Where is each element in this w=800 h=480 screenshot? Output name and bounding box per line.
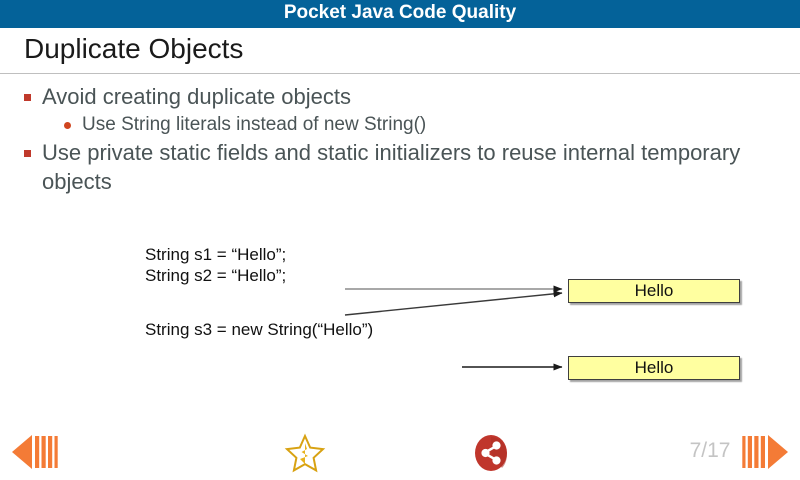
favorite-button[interactable] [283, 432, 327, 474]
app-header: Pocket Java Code Quality [0, 0, 800, 28]
bullet-text: Avoid creating duplicate objects [42, 84, 352, 109]
page-indicator: 7/17 [689, 439, 731, 462]
memory-box: Hello [568, 279, 740, 303]
slide-canvas: Duplicate Objects Avoid creating duplica… [0, 28, 800, 423]
bottom-navigation-bar: 7/17 [0, 423, 800, 480]
bullet-list: Avoid creating duplicate objects Use Str… [0, 82, 770, 197]
next-icon [742, 435, 788, 469]
bullet-item: Avoid creating duplicate objects [0, 82, 770, 111]
title-divider [0, 73, 800, 74]
share-button[interactable] [469, 432, 513, 474]
string-interning-diagram: String s1 = “Hello”; String s2 = “Hello”… [0, 223, 800, 383]
previous-icon [12, 435, 58, 469]
code-line-s1: String s1 = “Hello”; [145, 245, 287, 264]
star-icon [284, 433, 326, 473]
bullet-item: Use private static fields and static ini… [0, 138, 770, 196]
code-line-s3: String s3 = new String(“Hello”) [145, 320, 374, 339]
previous-slide-button[interactable] [8, 431, 58, 473]
bullet-text: Use String literals instead of new Strin… [82, 114, 427, 135]
app-title: Pocket Java Code Quality [283, 2, 517, 23]
memory-box: Hello [568, 356, 740, 380]
share-icon [475, 435, 507, 471]
bullet-item: Use String literals instead of new Strin… [0, 112, 770, 137]
square-bullet-icon [24, 94, 31, 101]
diagram-arrows [344, 285, 563, 371]
code-line-s2: String s2 = “Hello”; [145, 266, 287, 285]
round-bullet-icon [64, 122, 71, 129]
next-slide-button[interactable] [742, 431, 792, 473]
bullet-text: Use private static fields and static ini… [42, 140, 741, 194]
square-bullet-icon [24, 150, 31, 157]
slide-title: Duplicate Objects [24, 33, 244, 64]
